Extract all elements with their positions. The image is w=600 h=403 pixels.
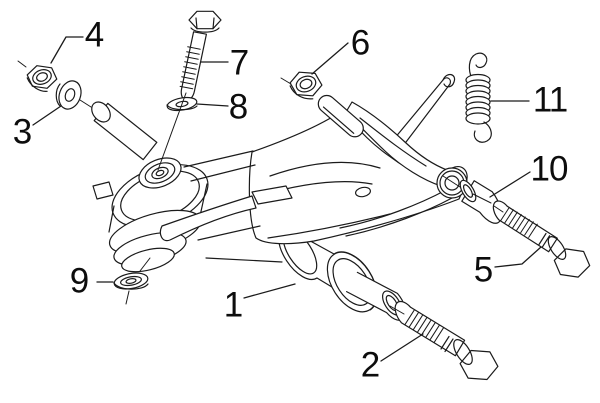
part-10-spacer-bushing bbox=[459, 179, 503, 224]
axis-lines bbox=[17, 60, 504, 315]
callout-4: 4 bbox=[84, 15, 104, 55]
callout-5: 5 bbox=[473, 250, 493, 290]
funnel-joint bbox=[183, 150, 283, 263]
part-4-hex-nut bbox=[26, 65, 58, 92]
part-2-hex-bolt bbox=[394, 300, 499, 381]
callout-11: 11 bbox=[532, 80, 568, 120]
leader-5 bbox=[494, 246, 542, 268]
plate-hole bbox=[355, 186, 371, 198]
bolt-5-threads bbox=[500, 206, 538, 238]
clamp-strap bbox=[159, 195, 257, 242]
part-5-hex-bolt bbox=[492, 200, 591, 278]
callout-6: 6 bbox=[350, 23, 370, 63]
callout-10: 10 bbox=[530, 149, 569, 189]
part-9-washer bbox=[113, 272, 149, 290]
mount-bearing bbox=[138, 157, 182, 189]
callout-9: 9 bbox=[69, 261, 89, 301]
part-11-tension-spring bbox=[465, 52, 492, 143]
spring-anchor-tab bbox=[393, 73, 456, 147]
callout-1: 1 bbox=[223, 285, 243, 325]
stud-tube bbox=[317, 94, 364, 138]
bolt-7-threads bbox=[179, 46, 201, 90]
callout-2: 2 bbox=[360, 345, 380, 385]
part-6-hex-nut bbox=[289, 71, 323, 100]
bolt-2-threads bbox=[404, 309, 444, 343]
part-1-swingarm-plate bbox=[248, 115, 468, 245]
part-7-hex-bolt bbox=[179, 10, 222, 102]
mount-boss bbox=[91, 101, 158, 161]
leader-8 bbox=[196, 103, 229, 107]
leader-4 bbox=[50, 36, 84, 64]
leader-10 bbox=[489, 171, 531, 198]
leader-6 bbox=[311, 42, 349, 75]
callout-7: 7 bbox=[229, 43, 249, 83]
part-1-silentblock-cylinder bbox=[277, 223, 407, 321]
part-3-washer bbox=[55, 80, 82, 110]
callout-3: 3 bbox=[12, 112, 32, 152]
leader-1 bbox=[243, 283, 296, 299]
leader-lines bbox=[32, 36, 542, 362]
plate-pad bbox=[251, 185, 293, 205]
pivot-eye bbox=[436, 167, 468, 199]
callout-8: 8 bbox=[228, 87, 248, 127]
leader-2 bbox=[380, 333, 424, 362]
leader-3 bbox=[32, 105, 62, 126]
